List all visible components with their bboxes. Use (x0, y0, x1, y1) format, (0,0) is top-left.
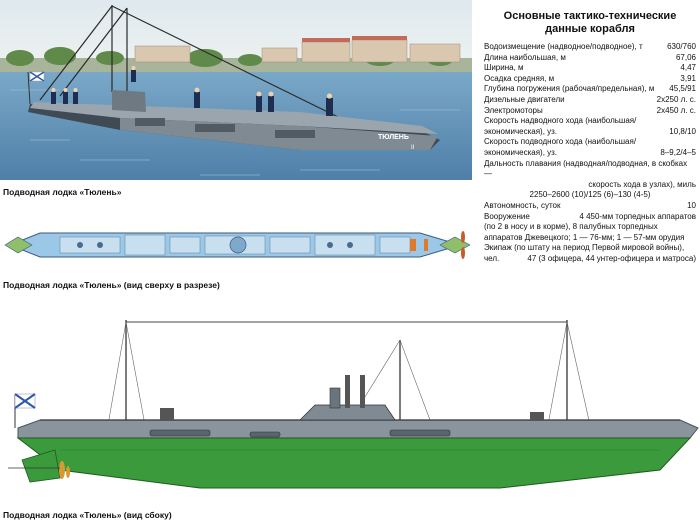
spec-label: Ширина, м (484, 63, 524, 73)
spec-value: 3,91 (680, 73, 696, 83)
spec-label: экономическая), уз. (484, 126, 558, 136)
spec-crew: Экипаж (по штату на период Первой мирово… (484, 243, 696, 264)
spec-label: Скорость подводного хода (наибольшая/ (484, 137, 637, 147)
spec-value: 10 (687, 200, 696, 210)
spec-label: Глубина погружения (рабочая/предельная),… (484, 84, 655, 94)
spec-label: Электромоторы (484, 105, 543, 115)
spec-submerged-speed: Скорость подводного хода (наибольшая/ эк… (484, 137, 696, 158)
spec-value: 4,47 (680, 63, 696, 73)
spec-row-beam: Ширина, м 4,47 (484, 63, 696, 74)
spec-value: 10,8/10 (669, 126, 696, 136)
spec-label: Вооружение (484, 211, 530, 221)
spec-row-motors: Электромоторы 2x450 л. с. (484, 106, 696, 117)
spec-value: 47 (3 офицера, 44 унтер-офицера и матрос… (527, 253, 696, 263)
spec-label: Дизельные двигатели (484, 94, 565, 104)
spec-label: Длина наибольшая, м (484, 52, 566, 62)
spec-surface-speed: Скорость надводного хода (наибольшая/ эк… (484, 116, 696, 137)
spec-row-displacement: Водоизмещение (надводное/подводное), т 6… (484, 42, 696, 53)
spec-label: чел. (484, 253, 500, 263)
spec-value: аппаратов Джевецкого; 1 — 76-мм; 1 — 57-… (484, 232, 685, 242)
spec-value: 2x450 л. с. (656, 105, 696, 115)
spec-value: 45,5/91 (669, 84, 696, 94)
caption-bottom: Подводная лодка «Тюлень» (вид сбоку) (3, 510, 172, 520)
specs-title: Основные тактико-технические данные кора… (503, 10, 677, 35)
spec-value: (по 2 в носу и в корме), 8 палубных торп… (484, 222, 658, 232)
caption-middle: Подводная лодка «Тюлень» (вид сверху в р… (3, 280, 220, 290)
spec-label: Дальность плавания (надводная/подводная,… (484, 158, 688, 179)
spec-row-depth: Глубина погружения (рабочая/предельная),… (484, 84, 696, 95)
spec-value: 2x250 л. с. (656, 94, 696, 104)
caption-top: Подводная лодка «Тюлень» (3, 187, 122, 197)
spec-row-draft: Осадка средняя, м 3,91 (484, 74, 696, 85)
spec-row-length: Длина наибольшая, м 67,06 (484, 53, 696, 64)
spec-armament: Вооружение 4 450-мм торпедных аппаратов … (484, 212, 696, 244)
submarine-painting: ТЮЛЕНЬ II (0, 0, 472, 180)
spec-label: Экипаж (по штату на период Первой мирово… (484, 243, 685, 253)
submarine-plan-view (0, 215, 478, 271)
spec-label: Скорость надводного хода (наибольшая/ (484, 116, 637, 126)
spec-value: 8–9,2/4–5 (660, 147, 696, 157)
spec-value: 630/760 (667, 42, 696, 51)
spec-label: Осадка средняя, м (484, 73, 555, 83)
hull-number-label: II (411, 145, 415, 151)
spec-row-autonomy: Автономность, суток 10 (484, 201, 696, 212)
spec-value: 67,06 (675, 52, 696, 62)
spec-row-diesels: Дизельные двигатели 2x250 л. с. (484, 95, 696, 106)
spec-label: скорость хода в узлах), миль (588, 179, 696, 189)
spec-value: 4 450-мм торпедных аппаратов (579, 211, 696, 221)
spec-value: 2250–2600 (10)/125 (6)–130 (4-5) (529, 190, 651, 200)
hull-name-label: ТЮЛЕНЬ (378, 134, 409, 141)
submarine-side-view (0, 310, 700, 508)
spec-label: экономическая), уз. (484, 147, 558, 157)
specs-table: Основные тактико-технические данные кора… (484, 10, 696, 264)
spec-range: Дальность плавания (надводная/подводная,… (484, 159, 696, 201)
spec-label: Автономность, суток (484, 200, 561, 210)
spec-label: Водоизмещение (надводное/подводное), т (484, 42, 643, 51)
